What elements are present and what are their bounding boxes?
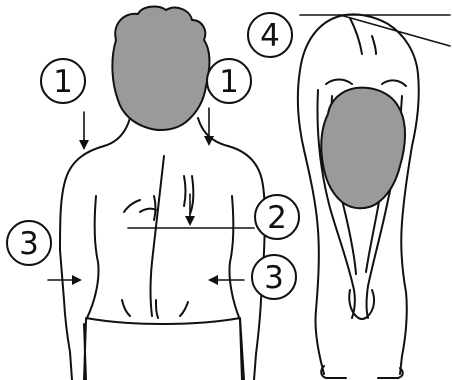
- back-view-torso-outline: [60, 118, 265, 380]
- forward-bend-feet: [321, 366, 403, 378]
- label-right-shoulder: 1: [207, 59, 251, 103]
- forward-bend-hair: [321, 88, 405, 209]
- left-shoulder-arrowhead: [79, 140, 89, 150]
- label-left-shoulder: 1: [41, 59, 85, 103]
- label-number: 2: [267, 200, 287, 236]
- label-left-waist: 3: [7, 221, 51, 265]
- back-view-hair: [112, 7, 209, 130]
- back-view-figure: [60, 118, 265, 380]
- label-number: 1: [219, 64, 239, 100]
- right-shoulder-arrowhead: [204, 136, 214, 146]
- back-view-right-inner-arm: [229, 196, 242, 380]
- back-view-lower-back-marks: [122, 300, 188, 318]
- label-number: 4: [260, 18, 280, 54]
- back-view-left-inner-arm: [84, 196, 99, 380]
- back-view-right-scapula: [184, 176, 193, 214]
- forward-bend-head: [321, 88, 405, 209]
- back-view-left-scapula: [124, 200, 140, 212]
- label-shoulder-blade: 2: [255, 195, 299, 239]
- back-view-head: [112, 7, 209, 130]
- back-view-spine: [151, 156, 165, 316]
- label-number: 1: [53, 64, 73, 100]
- back-view-waistband: [84, 318, 244, 380]
- forward-bend-left-side: [298, 70, 324, 374]
- label-number: 3: [264, 260, 284, 296]
- forward-bend-creases: [326, 80, 406, 87]
- left-waist-arrowhead: [72, 275, 82, 285]
- back-view-spine-mark: [140, 196, 156, 220]
- shoulder-blade-arrowhead: [185, 216, 195, 226]
- label-right-waist: 3: [252, 255, 296, 299]
- label-number: 3: [19, 226, 39, 262]
- label-forward-bend: 4: [248, 13, 292, 57]
- right-waist-arrowhead: [208, 275, 218, 285]
